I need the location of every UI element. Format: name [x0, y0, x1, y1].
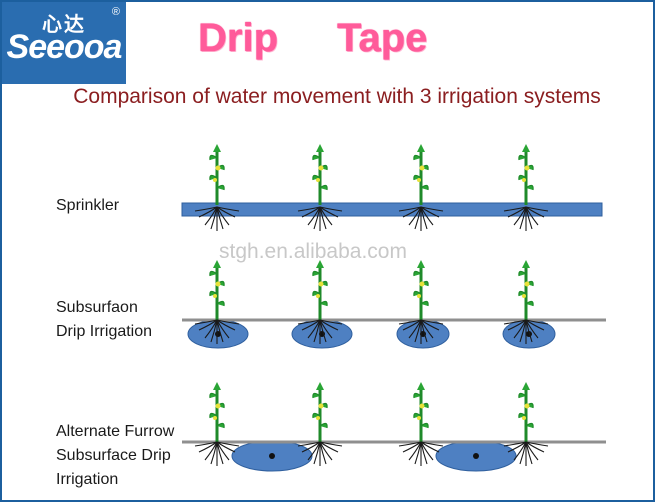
plant-icon	[398, 260, 444, 344]
plant-icon	[297, 382, 343, 466]
label-alternate: Alternate Furrow Subsurface Drip Irrigat…	[56, 420, 174, 492]
plant-icon	[398, 144, 444, 231]
label-sprinkler: Sprinkler	[56, 194, 119, 218]
plant-icon	[297, 144, 343, 231]
logo-chinese-text: 心达	[42, 14, 86, 36]
watermark-text: stgh.en.alibaba.com	[219, 240, 407, 263]
label-subsurface-line2: Drip Irrigation	[56, 323, 153, 340]
plant-icon	[398, 382, 444, 466]
registered-mark: ®	[111, 6, 120, 18]
plant-icon	[503, 260, 549, 344]
logo-english-text: Seeooa	[6, 28, 123, 66]
emitter-dot	[473, 453, 479, 459]
label-alternate-line2: Subsurface Drip	[56, 447, 171, 464]
plant-icon	[297, 260, 343, 344]
plant-icon	[194, 260, 240, 344]
page-subtitle: Comparison of water movement with 3 irri…	[73, 85, 601, 108]
title-tape: Tape	[337, 16, 428, 60]
title-drip: Drip	[198, 16, 278, 60]
brand-logo: 心达 Seeooa ®	[2, 2, 126, 84]
label-subsurface: Subsurfaon Drip Irrigation	[56, 296, 152, 344]
label-alternate-line1: Alternate Furrow	[56, 423, 175, 440]
plant-icon	[503, 144, 549, 231]
plant-icon	[194, 382, 240, 466]
sprinkler-water-band	[181, 202, 603, 217]
label-alternate-line3: Irrigation	[56, 471, 119, 488]
plant-icon	[503, 382, 549, 466]
label-subsurface-line1: Subsurfaon	[56, 299, 138, 316]
plant-icon	[194, 144, 240, 231]
emitter-dot	[269, 453, 275, 459]
label-sprinkler-text: Sprinkler	[56, 197, 120, 214]
